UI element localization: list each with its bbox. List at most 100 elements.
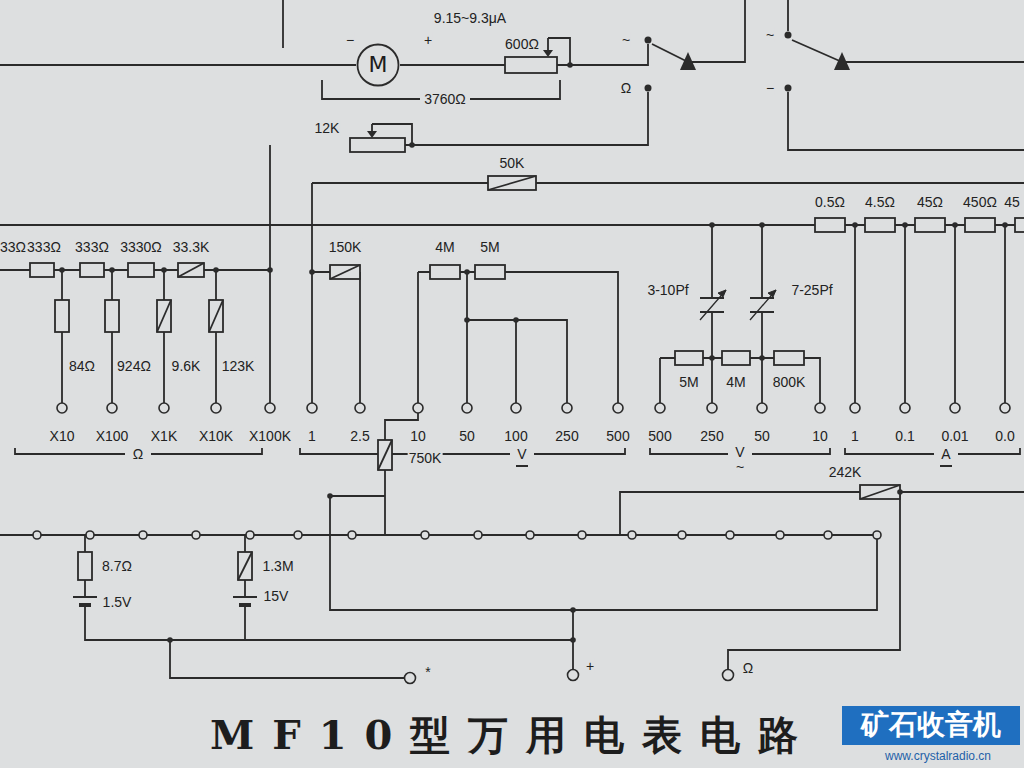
- junction-dot: [161, 267, 167, 273]
- component-label: 0.0: [994, 428, 1015, 444]
- resistor-symbol: [815, 218, 845, 232]
- battery-symbol: [73, 596, 257, 598]
- terminal: [723, 670, 734, 681]
- component-label: X10K: [198, 428, 234, 444]
- resistor-symbol: [965, 218, 995, 232]
- terminal: [86, 531, 94, 539]
- resistor-symbol: [330, 265, 360, 279]
- wire: [312, 183, 360, 403]
- terminal: [726, 531, 734, 539]
- junction-dot: [952, 222, 958, 228]
- meter-circle: M: [356, 43, 400, 87]
- arrowhead: [543, 50, 553, 57]
- terminal: [474, 531, 482, 539]
- junction-dot: [464, 269, 470, 275]
- wire: [855, 225, 1005, 403]
- component-label: Ω: [742, 660, 754, 676]
- component-label: Ω: [132, 446, 144, 462]
- wire: [0, 534, 877, 536]
- junction-dot: [1002, 222, 1008, 228]
- terminal: [526, 531, 534, 539]
- resistor-symbol: [238, 552, 252, 580]
- component-label: 7-25Pf: [790, 282, 833, 298]
- resistor-symbol: [330, 265, 360, 279]
- resistor-symbol: [350, 138, 405, 152]
- component-label: 15V: [263, 588, 290, 604]
- component-label: V: [734, 444, 745, 460]
- junction-dot: [570, 637, 576, 643]
- wire: [405, 0, 745, 145]
- terminal: [192, 531, 200, 539]
- terminal: [159, 403, 169, 413]
- node-text: M: [369, 53, 388, 77]
- terminal: [511, 403, 521, 413]
- wire: [170, 492, 900, 678]
- component-label: 1.5V: [102, 594, 133, 610]
- resistor-symbol: [157, 300, 171, 332]
- meter-outline: [358, 45, 399, 86]
- component-label: A: [940, 446, 951, 462]
- component-label: 4M: [434, 239, 455, 255]
- capacitor-symbol: [718, 290, 776, 297]
- component-label: ~: [735, 459, 745, 475]
- terminal: [568, 670, 579, 681]
- terminal: [211, 403, 221, 413]
- component-label: 450Ω: [962, 194, 998, 210]
- terminal: [562, 403, 572, 413]
- resistor-symbol: [238, 552, 252, 580]
- terminal: [757, 403, 767, 413]
- capacitor-symbol: [700, 290, 776, 320]
- component-label: X100: [95, 428, 130, 444]
- resistor-symbol: [860, 485, 900, 499]
- component-label: ~: [765, 27, 775, 43]
- component-label: 5M: [678, 374, 699, 390]
- terminal: [950, 403, 960, 413]
- switch-contact: [645, 37, 652, 44]
- component-label: 50: [753, 428, 771, 444]
- terminal: [678, 531, 686, 539]
- component-label: 33.3K: [172, 239, 211, 255]
- component-label: 0.1: [894, 428, 915, 444]
- component-label: ~: [621, 32, 631, 48]
- resistor-symbol: [78, 552, 92, 580]
- battery-symbol: [73, 597, 257, 605]
- resistor-symbol: [30, 263, 54, 277]
- capacitor-symbol: [700, 290, 776, 320]
- terminal: [307, 403, 317, 413]
- junction-dot: [513, 317, 519, 323]
- component-label: 333Ω: [74, 239, 110, 255]
- component-label: 1: [307, 428, 317, 444]
- component-label: 9.15~9.3μA: [433, 10, 507, 26]
- switch-pivot: [834, 52, 850, 70]
- component-label: X100K: [248, 428, 292, 444]
- resistor-symbol: [865, 218, 895, 232]
- terminal: [873, 531, 881, 539]
- resistor-symbol: [128, 263, 154, 277]
- resistor-symbol: [488, 176, 536, 190]
- component-label: 50: [458, 428, 476, 444]
- terminal: [421, 531, 429, 539]
- component-label: 8.7Ω: [101, 558, 133, 574]
- terminal: [294, 531, 302, 539]
- component-label: 333Ω: [26, 239, 62, 255]
- resistor-symbol: [722, 351, 750, 365]
- title-text: MF10型万用电表电路: [210, 711, 816, 758]
- wire: [788, 0, 1024, 150]
- resistor-symbol: [860, 485, 900, 499]
- wire: [85, 535, 573, 640]
- junction-dot: [567, 62, 573, 68]
- component-label: 750K: [408, 450, 443, 466]
- resistor-symbol: [178, 263, 204, 277]
- component-label: 50K: [499, 155, 526, 171]
- junction-dot: [897, 489, 903, 495]
- terminal: [462, 403, 472, 413]
- resistor-symbol: [209, 300, 223, 332]
- wire: [712, 225, 762, 358]
- resistor-symbol: [209, 300, 223, 332]
- component-label: 10: [409, 428, 427, 444]
- terminal: [413, 403, 423, 413]
- terminal: [33, 531, 41, 539]
- terminal: [613, 403, 623, 413]
- junction-dot: [213, 267, 219, 273]
